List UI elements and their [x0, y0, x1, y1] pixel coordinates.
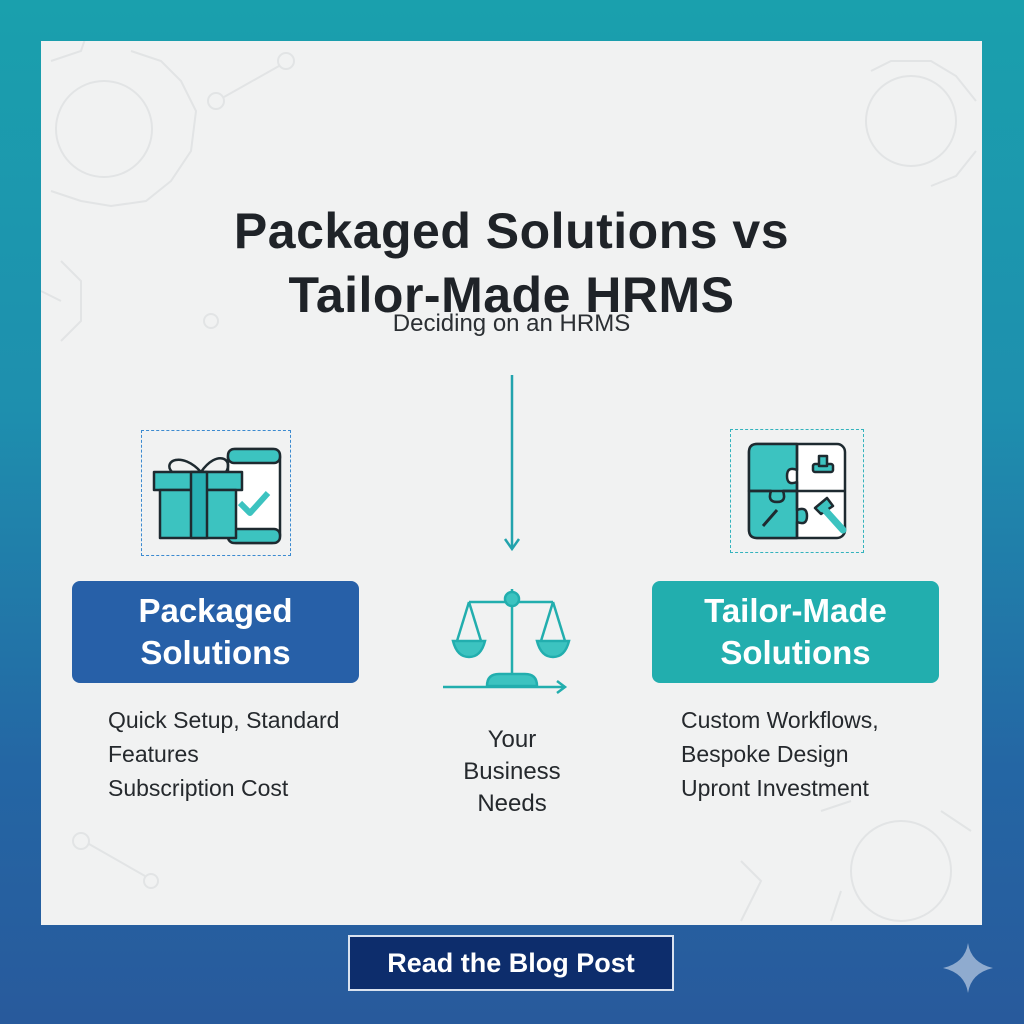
read-blog-post-button[interactable]: Read the Blog Post [348, 935, 674, 991]
tailor-made-icon-frame [730, 429, 864, 553]
feature-line: Bespoke Design [681, 741, 849, 767]
tailor-made-features: Custom Workflows, Bespoke Design Upront … [681, 703, 879, 805]
infographic-panel: Packaged Solutions vs Tailor-Made HRMS D… [41, 41, 982, 925]
business-needs-label: Your Business Needs [432, 724, 592, 820]
arrow-down-icon [503, 375, 521, 552]
feature-line: Custom Workflows, [681, 707, 879, 733]
tailor-made-label-line-1: Tailor-Made [704, 592, 887, 629]
title-line-1: Packaged Solutions vs [233, 203, 790, 259]
center-line: Business [463, 758, 561, 785]
packaged-solutions-label: Packaged Solutions [72, 581, 359, 683]
subtitle: Deciding on an HRMS [392, 310, 631, 337]
packaged-label-line-1: Packaged [138, 592, 293, 629]
feature-line: Subscription Cost [108, 775, 289, 801]
title-line-2: Tailor-Made HRMS [288, 267, 735, 323]
gift-box-and-phone-check-icon [152, 447, 282, 545]
balance-scale-icon [443, 589, 571, 694]
packaged-features: Quick Setup, Standard Features Subscript… [108, 703, 339, 805]
page-title: Packaged Solutions vs Tailor-Made HRMS [41, 199, 982, 327]
tailor-made-solutions-label: Tailor-Made Solutions [652, 581, 939, 683]
center-line: Your [487, 726, 537, 753]
sparkle-icon [943, 943, 993, 993]
center-line: Needs [477, 790, 547, 817]
tailor-made-label-line-2: Solutions [720, 634, 871, 671]
puzzle-with-tools-icon [747, 442, 847, 540]
packaged-label-line-2: Solutions [140, 634, 291, 671]
feature-line: Quick Setup, Standard [108, 707, 340, 733]
packaged-icon-frame [141, 430, 291, 556]
feature-line: Upront Investment [681, 775, 869, 801]
feature-line: Features [108, 741, 199, 767]
